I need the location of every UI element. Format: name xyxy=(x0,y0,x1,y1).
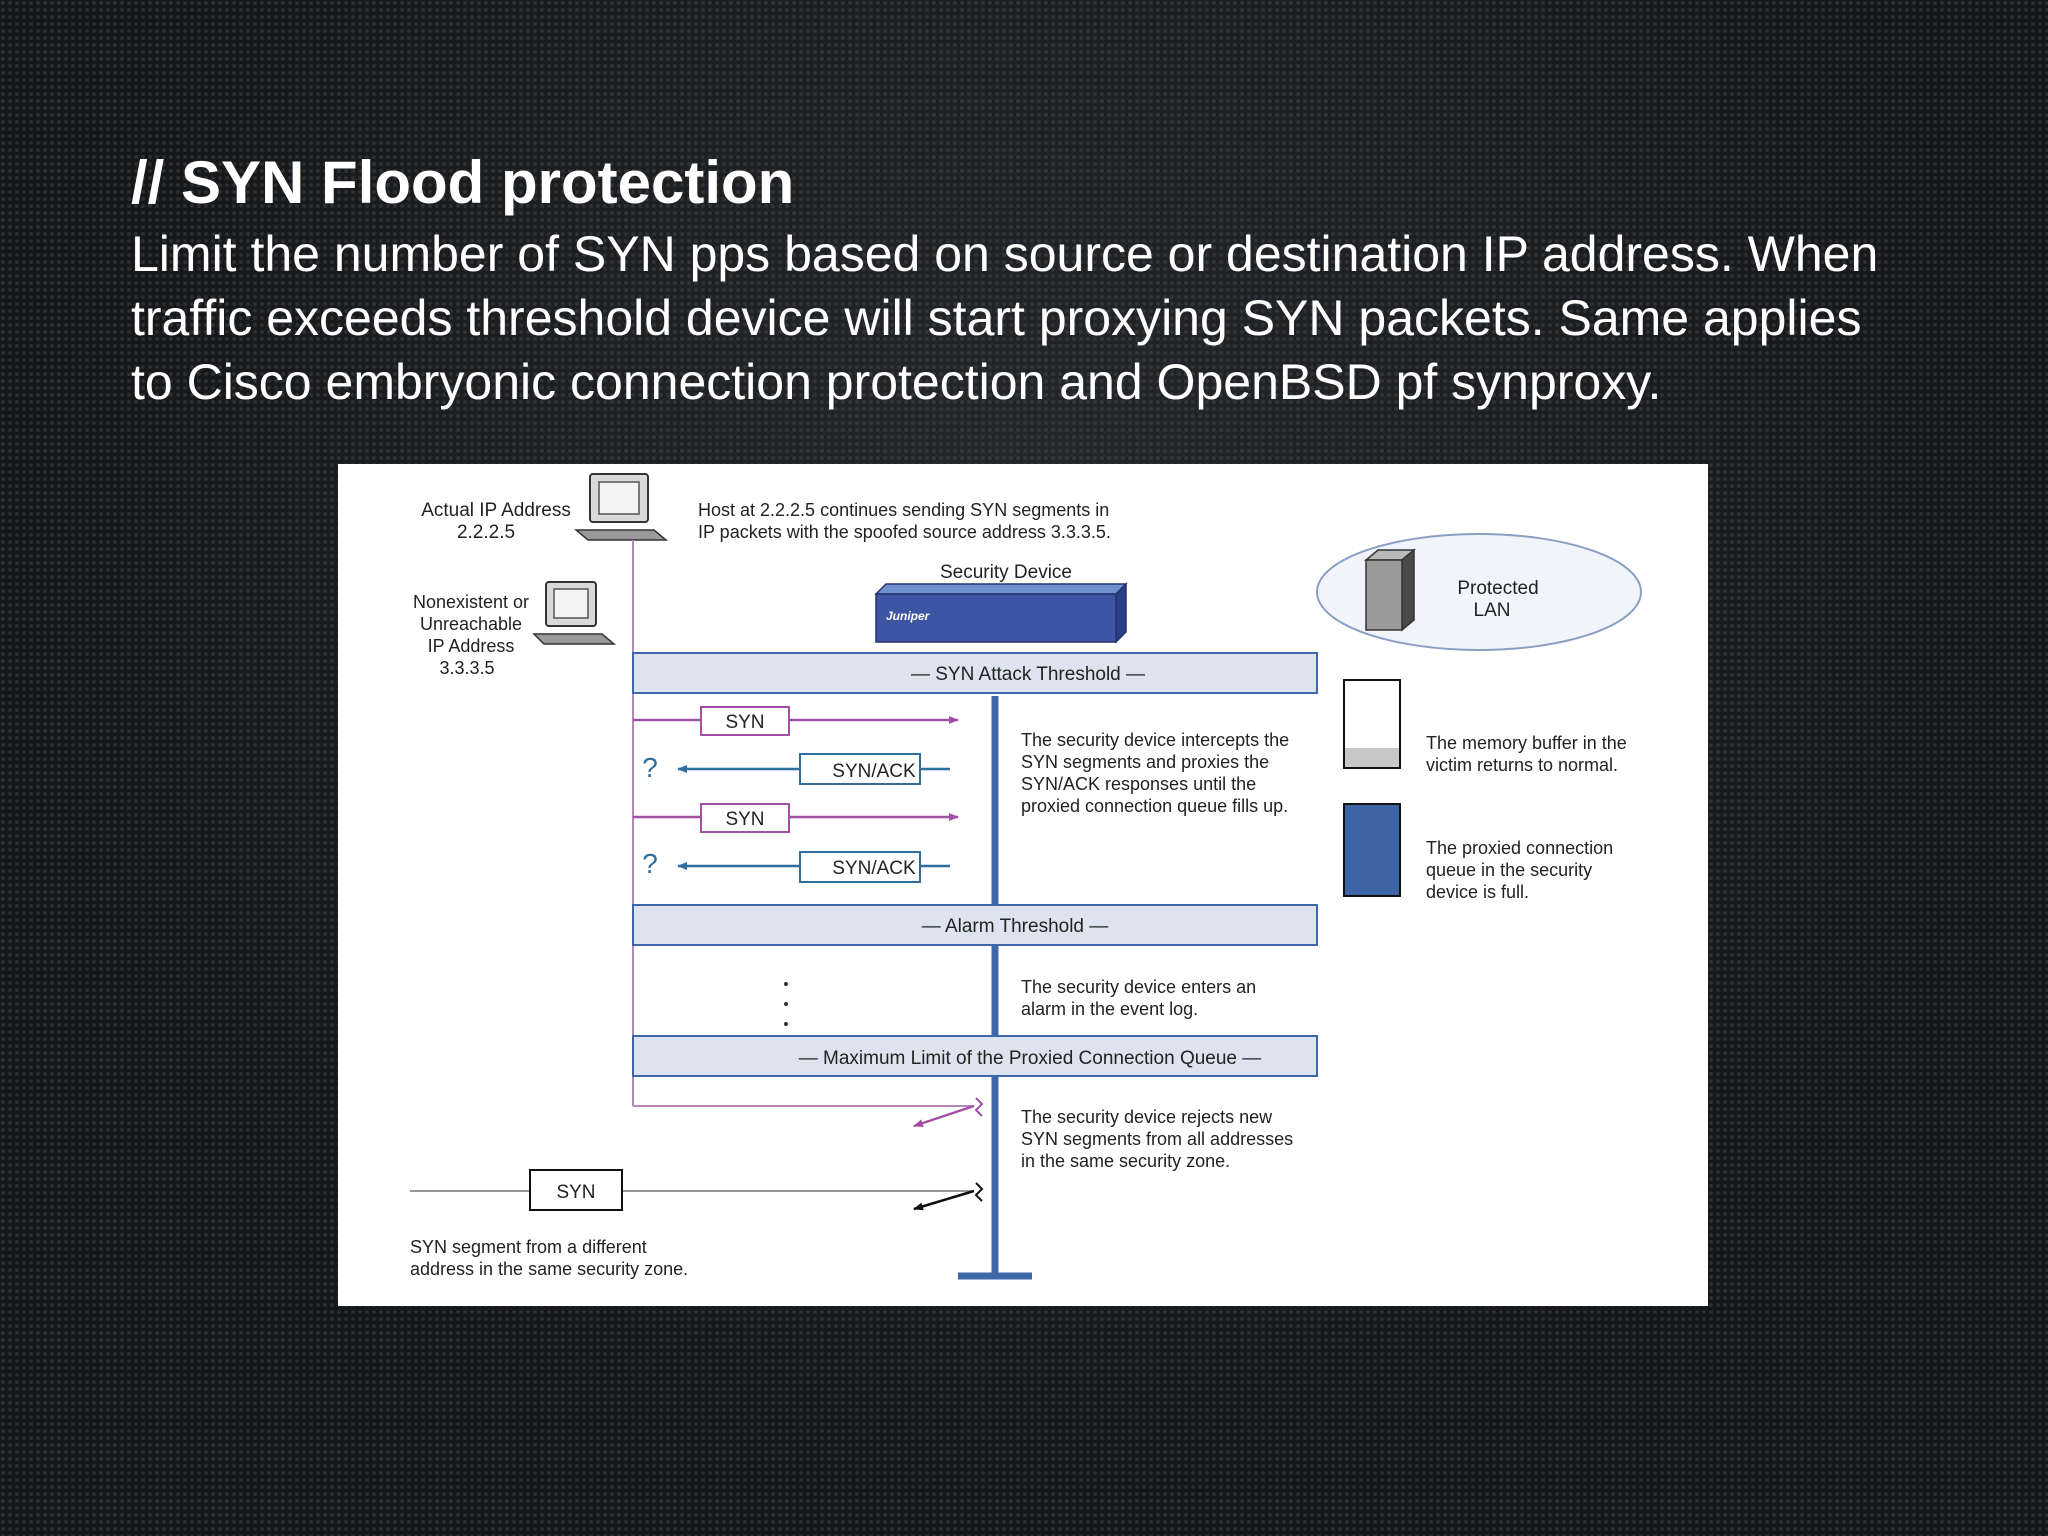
host-note-line: Host at 2.2.2.5 continues sending SYN se… xyxy=(698,500,1109,520)
slide-body: Limit the number of SYN pps based on sou… xyxy=(131,222,1931,414)
question-mark: ? xyxy=(642,848,658,879)
max-queue-threshold-label: — Maximum Limit of the Proxied Connectio… xyxy=(799,1048,1262,1069)
reject-note-line: in the same security zone. xyxy=(1021,1151,1230,1171)
slide-body-line: traffic exceeds threshold device will st… xyxy=(131,290,1862,346)
security-device-label: Security Device xyxy=(940,562,1072,583)
protected-lan-line: LAN xyxy=(1474,600,1511,621)
actual-host-ip: 2.2.2.5 xyxy=(457,522,515,543)
intercept-note-line: SYN segments and proxies the xyxy=(1021,752,1269,772)
spoofed-host-line: Unreachable xyxy=(420,614,522,634)
legend-queue-full-swatch xyxy=(1343,803,1401,897)
intercept-note-line: SYN/ACK responses until the xyxy=(1021,774,1256,794)
alarm-note-line: alarm in the event log. xyxy=(1021,999,1198,1019)
synack-packet-box xyxy=(799,753,921,785)
legend-memory-buffer-line: victim returns to normal. xyxy=(1426,755,1618,775)
slide-body-line: Limit the number of SYN pps based on sou… xyxy=(131,226,1879,282)
security-device-icon: Juniper xyxy=(874,582,1128,644)
syn-packet-label: SYN xyxy=(725,809,764,830)
alarm-threshold-bar: — Alarm Threshold — xyxy=(632,904,1318,946)
server-icon xyxy=(1363,548,1417,632)
legend-memory-buffer-swatch xyxy=(1343,679,1401,769)
syn-attack-threshold-bar: — SYN Attack Threshold — xyxy=(632,652,1318,694)
syn-packet-label: SYN xyxy=(725,712,764,733)
synack-packet-label: SYN/ACK xyxy=(832,761,916,782)
intercept-note-line: proxied connection queue fills up. xyxy=(1021,796,1288,816)
different-syn-box xyxy=(529,1169,623,1211)
slide-body-line: to Cisco embryonic connection protection… xyxy=(131,354,1662,410)
legend-memory-buffer-line: The memory buffer in the xyxy=(1426,733,1627,753)
legend-queue-line: queue in the security xyxy=(1426,860,1592,880)
different-syn-label: SYN xyxy=(556,1182,595,1203)
spoofed-host-line: IP Address xyxy=(428,636,515,656)
actual-host-label: Actual IP Address xyxy=(421,500,571,521)
rejection-icon xyxy=(974,1097,984,1117)
reject-note-line: SYN segments from all addresses xyxy=(1021,1129,1293,1149)
synack-packet-box xyxy=(799,851,921,883)
legend-queue-line: The proxied connection xyxy=(1426,838,1613,858)
synack-packet-label: SYN/ACK xyxy=(832,858,916,879)
host-note-line: IP packets with the spoofed source addre… xyxy=(698,522,1111,542)
max-queue-threshold-bar: — Maximum Limit of the Proxied Connectio… xyxy=(632,1035,1318,1077)
spoofed-host-ip: 3.3.3.5 xyxy=(439,658,494,678)
slide-title: // SYN Flood protection xyxy=(131,149,795,216)
rejection-icon xyxy=(974,1182,984,1202)
diagram-canvas: Actual IP Address 2.2.2.5 Nonexistent or… xyxy=(410,473,1642,1280)
legend-queue-line: device is full. xyxy=(1426,882,1529,902)
rejected-different-syn-arrow xyxy=(913,1189,975,1211)
security-device-brand: Juniper xyxy=(886,609,931,623)
continuation-dots xyxy=(784,982,788,1026)
computer-icon-actual-host xyxy=(573,473,669,541)
alarm-threshold-label: — Alarm Threshold — xyxy=(922,916,1109,937)
syn-flood-diagram: Actual IP Address 2.2.2.5 Nonexistent or… xyxy=(338,464,1708,1306)
alarm-note-line: The security device enters an xyxy=(1021,977,1256,997)
spoofed-host-line: Nonexistent or xyxy=(413,592,529,612)
syn-packet-box xyxy=(700,706,790,736)
protected-lan-line: Protected xyxy=(1457,578,1538,599)
syn-attack-threshold-label: — SYN Attack Threshold — xyxy=(911,664,1145,685)
rejected-syn-arrow xyxy=(913,1104,975,1128)
reject-note-line: The security device rejects new xyxy=(1021,1107,1273,1127)
syn-packet-box xyxy=(700,803,790,833)
computer-icon-spoofed-host xyxy=(532,581,617,645)
question-mark: ? xyxy=(642,752,658,783)
different-address-note-line: address in the same security zone. xyxy=(410,1259,688,1279)
different-address-note-line: SYN segment from a different xyxy=(410,1237,647,1257)
intercept-note-line: The security device intercepts the xyxy=(1021,730,1289,750)
